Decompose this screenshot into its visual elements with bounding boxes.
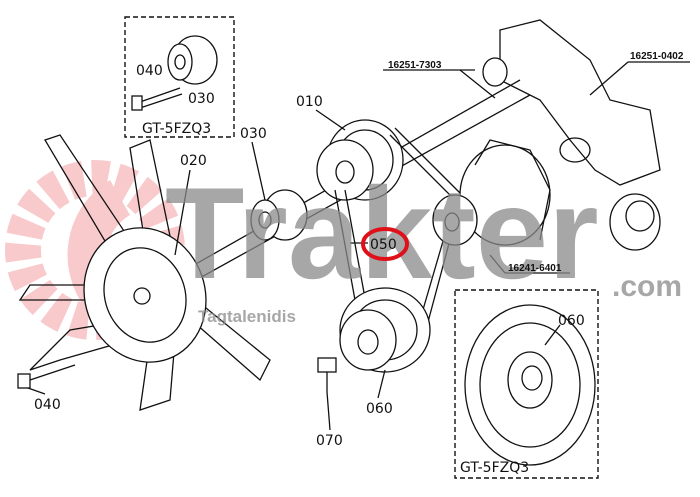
callout-050[interactable]: 050 [370,237,397,253]
callout-070: 070 [316,433,343,449]
kit-bottom-pulley [464,304,596,466]
callout-040-top: 040 [136,63,163,79]
part-number-alternator: 16241-6401 [508,263,562,274]
fan-pulley [316,119,404,201]
engine-housing [482,19,661,251]
kit-box-bottom [454,289,599,479]
callout-060-kit: 060 [558,313,585,329]
kit-box-top [124,16,235,138]
watermark-sub: Tagtalenidis [198,307,296,326]
callout-020: 020 [180,153,207,169]
fan-bolt [17,364,76,389]
crank-bolt [317,357,337,392]
crank-pulley [339,287,431,373]
callout-010: 010 [296,94,323,110]
part-number-water-pump: 16251-7303 [388,60,442,71]
kit-top-spacer [131,35,218,111]
fan-spacer [250,189,308,241]
kit-label-bottom: GT-5FZQ3 [460,460,529,476]
part-number-housing: 16251-0402 [630,51,684,62]
watermark-domain: .com [612,270,682,303]
cooling-fan [18,134,271,411]
kit-label-top: GT-5FZQ3 [142,121,211,137]
callout-040: 040 [34,397,61,413]
callout-060: 060 [366,401,393,417]
leader-lines [27,61,690,431]
alternator [432,139,551,246]
highlight-circle [361,227,409,261]
callout-030: 030 [240,126,267,142]
watermark-brand: Trakter [165,160,599,306]
callout-030-top: 030 [188,91,215,107]
